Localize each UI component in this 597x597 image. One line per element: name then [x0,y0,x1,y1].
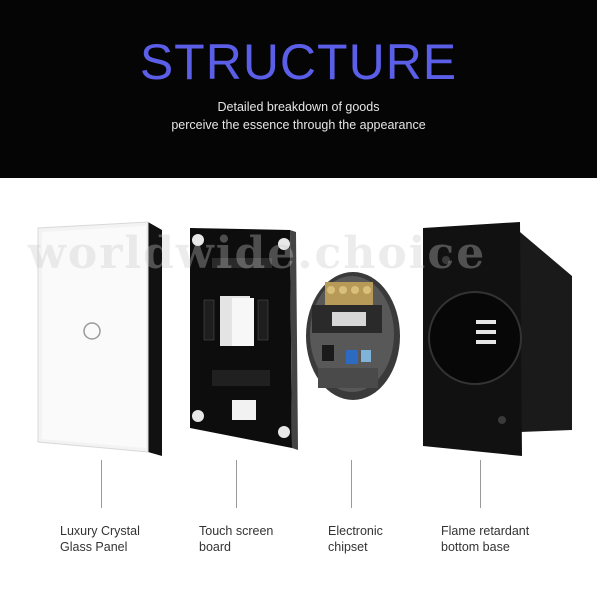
label-touch-board-line2: board [199,540,231,554]
page-title: STRUCTURE [139,34,458,90]
label-chipset: Electronic chipset [328,523,383,555]
callout-line-bottom-base [480,460,481,508]
label-glass-panel: Luxury Crystal Glass Panel [60,523,140,555]
label-chipset-line2: chipset [328,540,368,554]
watermark: worldwide.choice [28,228,487,279]
glass-panel-image [37,221,162,456]
label-bottom-base-line1: Flame retardant [441,524,530,538]
callout-line-glass-panel [101,460,102,508]
touch-board-image [190,228,298,450]
label-glass-panel-line2: Glass Panel [60,540,128,554]
callout-line-touch-board [236,460,237,508]
bottom-base-image [423,222,572,456]
header-banner: STRUCTURE Detailed breakdown of goods pe… [0,0,597,178]
subtitle-line-1: Detailed breakdown of goods [217,100,380,114]
label-glass-panel-line1: Luxury Crystal [60,524,140,538]
subtitle-line-2: perceive the essence through the appeara… [171,118,426,132]
label-bottom-base: Flame retardant bottom base [441,523,529,555]
product-exploded-view [37,221,572,456]
label-touch-board-line1: Touch screen [199,524,274,538]
label-bottom-base-line2: bottom base [441,540,510,554]
label-touch-board: Touch screen board [199,523,273,555]
callout-line-chipset [351,460,352,508]
label-chipset-line1: Electronic [328,524,383,538]
chipset-image [306,272,400,400]
